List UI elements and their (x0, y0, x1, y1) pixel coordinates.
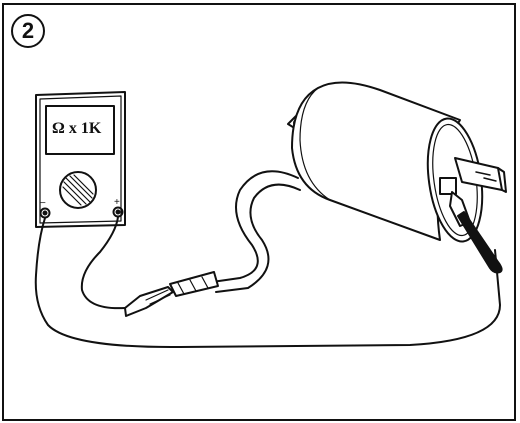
com-terminal-label: − (40, 198, 46, 209)
red-test-lead (82, 217, 173, 316)
positive-terminal-label: + (114, 197, 120, 208)
range-selector-dial (60, 172, 96, 208)
lead-connector (170, 272, 218, 296)
motor-lead-wire (212, 171, 300, 292)
multimeter (36, 92, 125, 227)
meter-range-label: Ω x 1K (52, 120, 102, 137)
motor (288, 82, 506, 245)
